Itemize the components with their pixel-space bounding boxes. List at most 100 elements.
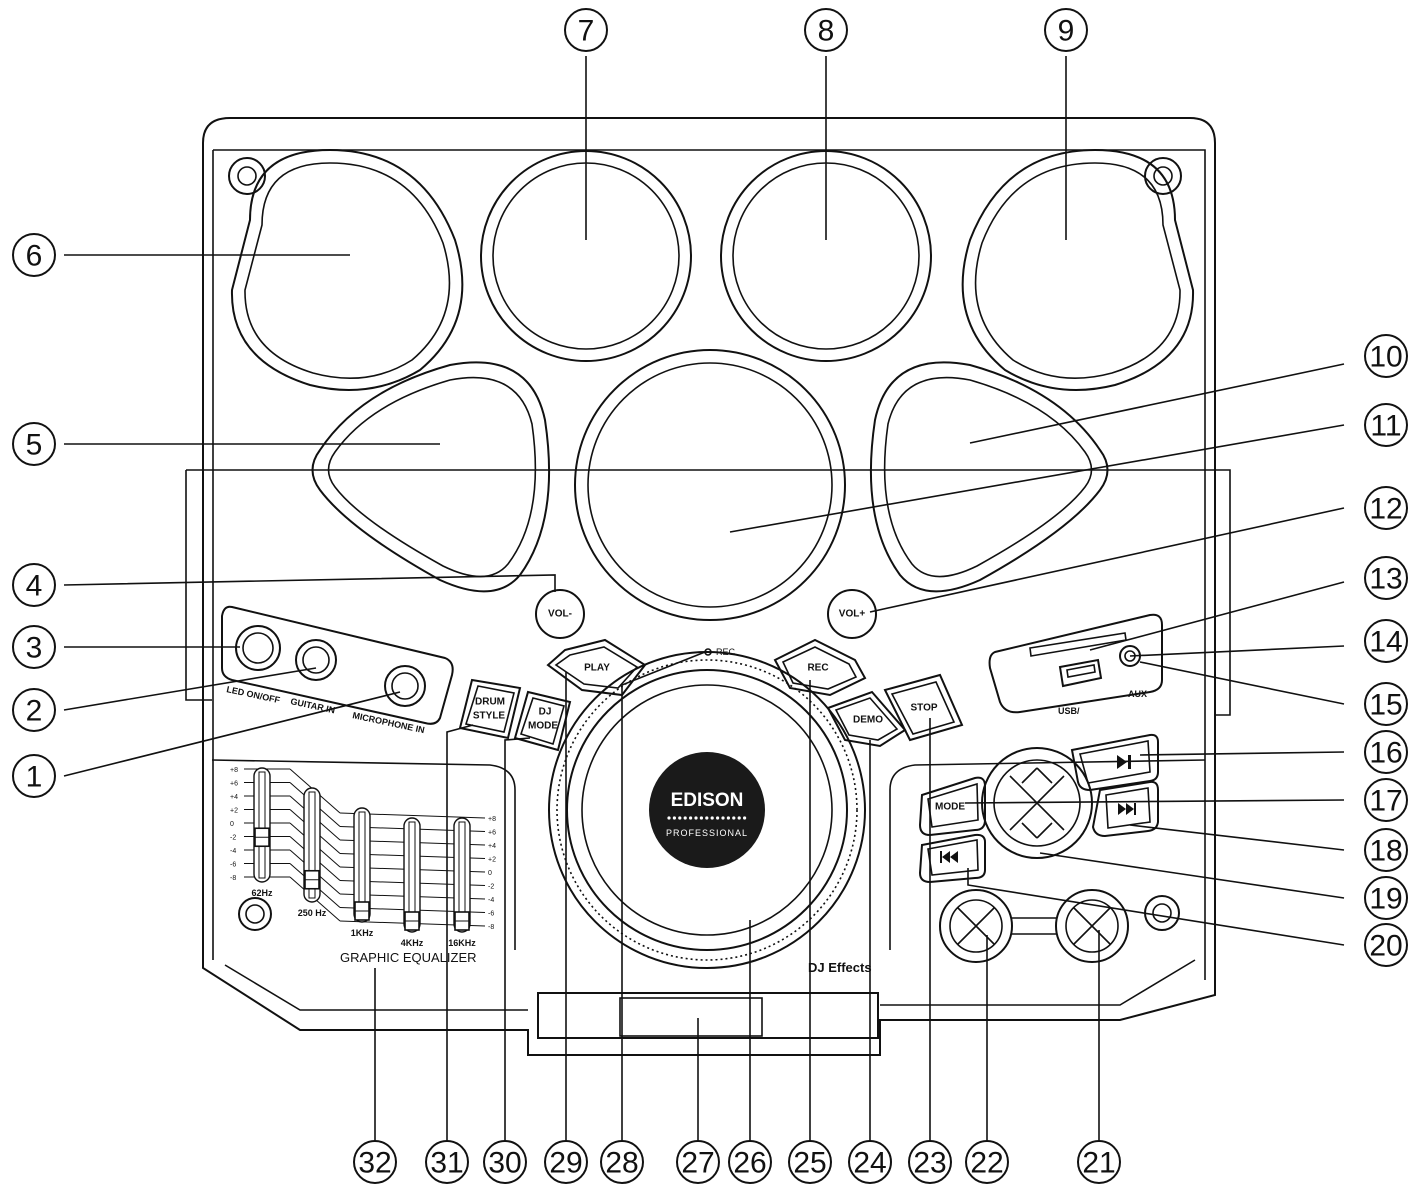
guitar-in-jack[interactable] [295, 639, 337, 681]
screw-top-right [1144, 157, 1182, 195]
eq-slider-1[interactable]: 62Hz [251, 767, 273, 898]
logo-dot [743, 816, 747, 820]
callout-number: 30 [488, 1147, 521, 1180]
logo-professional-text: PROFESSIONAL [666, 828, 748, 838]
vol-plus-button[interactable]: VOL+ [827, 589, 877, 639]
logo-dot [716, 816, 720, 820]
play-button[interactable]: PLAY [546, 638, 647, 697]
microphone-in-jack[interactable] [384, 665, 426, 707]
callout-31: 31 [425, 1140, 469, 1184]
callout-number: 23 [913, 1147, 946, 1180]
eq-scale-left: +8 [230, 767, 238, 774]
logo-dot [705, 816, 709, 820]
input-jack-panel: LED ON/OFF GUITAR IN MICROPHONE IN [221, 605, 454, 735]
callout-8: 8 [804, 8, 848, 52]
callout-number: 28 [605, 1147, 638, 1180]
play-pause-button[interactable] [1070, 733, 1159, 792]
eq-slider-2[interactable]: 250 Hz [298, 787, 327, 918]
play-label: PLAY [584, 663, 610, 674]
logo-dot [726, 816, 731, 820]
skip-back-icon [940, 851, 958, 863]
callout-number: 18 [1369, 835, 1402, 868]
eq-slider-3[interactable]: 1KHz [351, 807, 374, 938]
logo-edison-text: EDISON [671, 790, 744, 811]
guitar-in-label: GUITAR IN [290, 696, 336, 715]
eq-scale-right: +2 [488, 857, 496, 864]
effect-knob-19[interactable] [981, 747, 1093, 859]
callout-30: 30 [483, 1140, 527, 1184]
logo-dot [689, 816, 693, 820]
callout-32: 32 [353, 1140, 397, 1184]
callout-number: 2 [26, 695, 43, 728]
eq-band-label: 4KHz [401, 938, 424, 948]
drum-style-label-1: DRUM [475, 697, 505, 708]
callout-20: 20 [1364, 923, 1408, 967]
callout-number: 5 [26, 429, 43, 462]
eq-scale-right: -2 [488, 884, 494, 891]
callout-27: 27 [676, 1140, 720, 1184]
callout-number: 10 [1369, 341, 1402, 374]
device-body [185, 117, 1231, 1056]
drum-pad-10[interactable] [869, 361, 1109, 593]
callout-21: 21 [1077, 1140, 1121, 1184]
rec-label: REC [807, 663, 828, 674]
drum-pad-6[interactable] [230, 148, 464, 391]
drum-pad-11[interactable] [574, 349, 846, 621]
drum-style-button[interactable]: DRUM STYLE [458, 678, 522, 740]
eq-scale-right: -6 [488, 911, 494, 918]
usb-port[interactable] [1058, 658, 1103, 688]
usb-label: USB/ [1058, 706, 1080, 716]
eq-slider-5[interactable]: 16KHz [448, 817, 476, 948]
callout-number: 17 [1369, 785, 1402, 818]
logo-dot [694, 816, 698, 820]
callout-24: 24 [848, 1140, 892, 1184]
small-round-button-left[interactable] [238, 897, 272, 931]
demo-button[interactable]: DEMO [826, 690, 907, 748]
callout-16: 16 [1364, 730, 1408, 774]
callout-number: 6 [26, 240, 43, 273]
graphic-equalizer-label: GRAPHIC EQUALIZER [340, 950, 477, 965]
drum-pad-9[interactable] [961, 148, 1195, 391]
callout-number: 22 [970, 1147, 1003, 1180]
leader-lines [63, 56, 1345, 1143]
eq-scale-right: -4 [488, 897, 494, 904]
dj-effects-knob-right[interactable] [1055, 889, 1129, 963]
screw-top-left [228, 157, 266, 195]
dj-jog-wheel[interactable]: EDISON PROFESSIONAL [548, 651, 866, 969]
edison-logo [649, 752, 765, 868]
rec-indicator-label: REC [716, 647, 736, 657]
eq-scale-right: 0 [488, 870, 492, 877]
dj-mode-label-1: DJ [539, 707, 552, 718]
callout-17: 17 [1364, 778, 1408, 822]
stop-button[interactable]: STOP [883, 673, 964, 742]
display-window [537, 992, 879, 1039]
eq-scale-right: +8 [488, 816, 496, 823]
callout-number: 31 [430, 1147, 463, 1180]
callout-number: 13 [1369, 563, 1402, 596]
eq-slider-4[interactable]: 4KHz [401, 817, 424, 948]
drum-pad-5[interactable] [311, 361, 551, 593]
callout-number: 32 [358, 1147, 391, 1180]
small-round-button-right[interactable] [1144, 895, 1180, 931]
eq-scale-left: -2 [230, 835, 236, 842]
callout-number: 19 [1369, 883, 1402, 916]
eq-band-label: 250 Hz [298, 908, 327, 918]
rec-button[interactable]: REC [773, 638, 867, 697]
callout-number: 8 [818, 15, 835, 48]
play-pause-icon [1117, 755, 1127, 769]
callout-number: 29 [549, 1147, 582, 1180]
callout-22: 22 [965, 1140, 1009, 1184]
callout-26: 26 [728, 1140, 772, 1184]
callout-5: 5 [12, 422, 56, 466]
dj-effects-knob-left[interactable] [939, 889, 1013, 963]
dj-mode-button[interactable]: DJ MODE [513, 690, 572, 752]
callout-2: 2 [12, 688, 56, 732]
led-on-off-button[interactable] [235, 625, 281, 671]
vol-minus-button[interactable]: VOL- [535, 589, 585, 639]
logo-dot [683, 816, 687, 820]
callout-number: 9 [1058, 15, 1075, 48]
dj-mode-label-2: MODE [528, 721, 558, 732]
callout-number: 27 [681, 1147, 714, 1180]
callout-11: 11 [1364, 403, 1408, 447]
